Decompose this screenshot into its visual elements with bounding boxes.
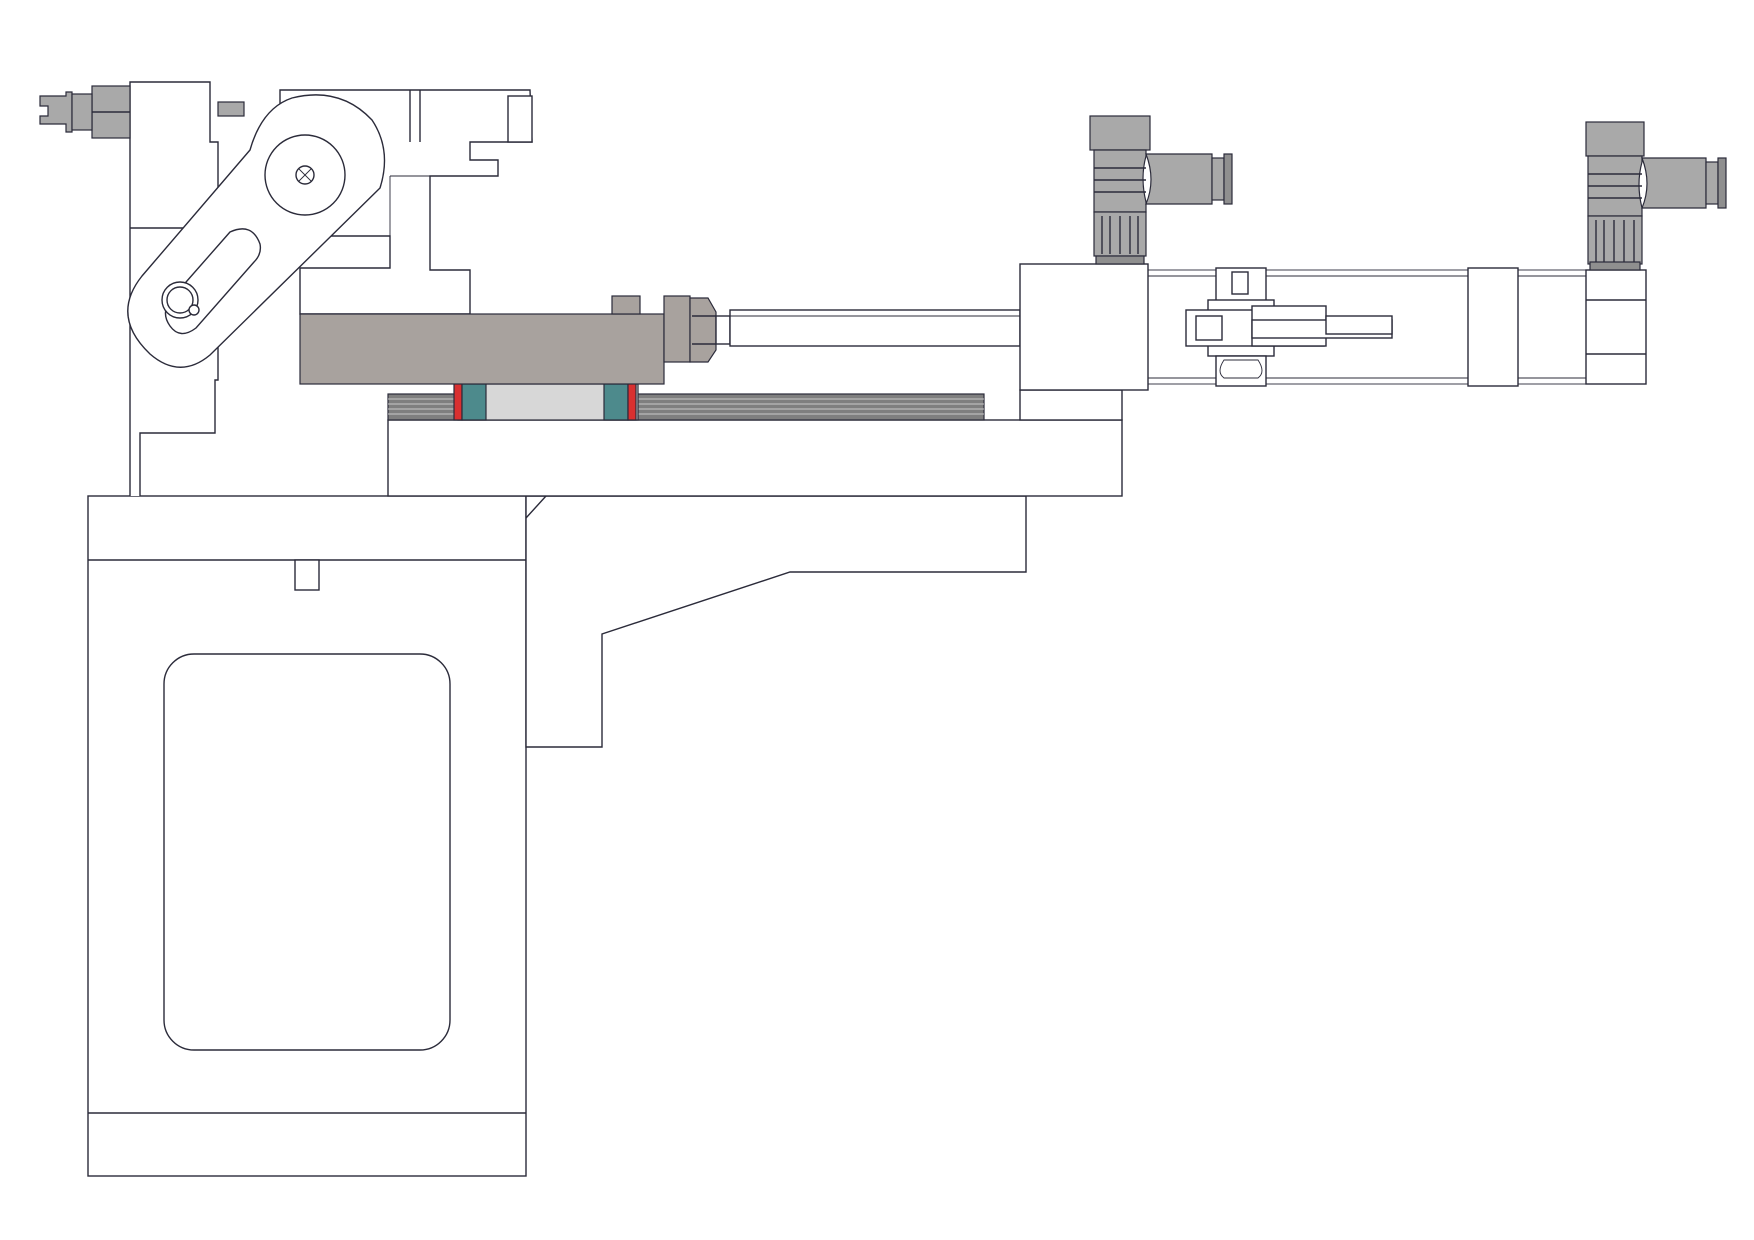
magnetic-sensor xyxy=(1185,267,1393,387)
clamp-mechanism xyxy=(39,81,533,496)
air-fitting-left xyxy=(1089,115,1233,265)
piston-rod xyxy=(729,309,1021,347)
cylinder-tie-band xyxy=(1467,267,1519,387)
slide-block xyxy=(299,295,731,385)
adjust-screw xyxy=(39,85,245,139)
base-stand-window xyxy=(163,653,451,1051)
cylinder-rear-cap xyxy=(1585,269,1647,385)
pneumatic-cylinder xyxy=(1019,263,1647,391)
base-stand xyxy=(87,495,527,1177)
air-fitting-right xyxy=(1585,121,1727,271)
slotted-link-arm xyxy=(127,94,386,368)
bearing-carriage xyxy=(453,381,639,421)
base-stand-tab xyxy=(294,559,320,591)
support-bracket xyxy=(525,495,1027,748)
cylinder-front-cap xyxy=(1019,263,1149,391)
